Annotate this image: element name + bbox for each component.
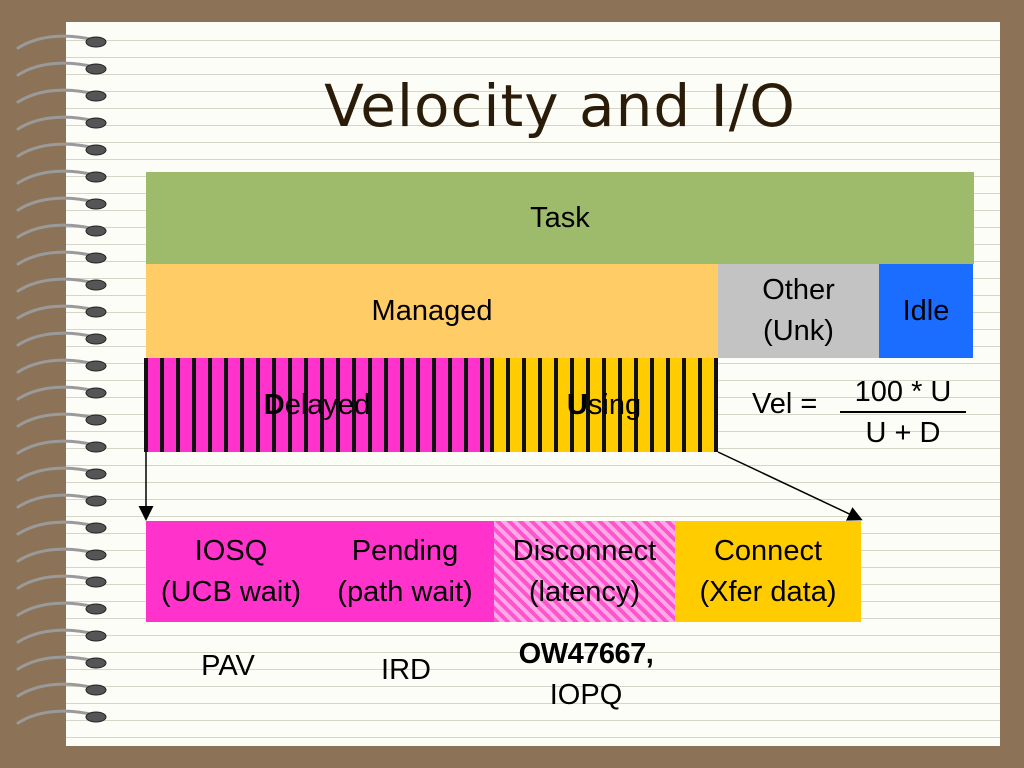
task-label: Task [530,201,590,234]
using-block: Using [490,358,718,452]
managed-label: Managed [371,294,493,327]
delayed-label: Delayed [264,385,370,426]
idle-block: Idle [879,264,973,358]
pav-annotation: PAV [201,650,255,682]
task-block: Task [146,172,974,264]
velocity-formula-lhs: Vel = [752,388,818,420]
iosq-line2: (UCB wait) [160,575,302,608]
managed-block: Managed [146,264,718,358]
pending-line1: Pending [351,534,459,567]
iosq-block: IOSQ (UCB wait) [146,521,316,622]
page-title: Velocity and I/O [324,72,796,140]
using-initial: U [566,388,588,421]
iosq-line1: IOSQ [194,534,268,567]
velocity-numerator: 100 * U [840,376,966,413]
ow-iopq-annotation: OW47667, IOPQ [496,634,676,715]
other-label-line2: (Unk) [763,315,834,347]
delayed-block: Delayed [144,358,490,452]
connect-block: Connect (Xfer data) [675,521,861,622]
disconnect-line2: (latency) [528,575,641,608]
using-label: Using [567,385,641,426]
velocity-fraction: 100 * U U + D [840,376,966,450]
using-rest: sing [587,388,642,421]
disconnect-line1: Disconnect [512,534,657,567]
iopq-annotation: IOPQ [549,678,623,711]
velocity-denominator: U + D [865,417,941,449]
delayed-initial: D [263,388,285,421]
spiral-binding-icon [16,34,107,725]
pending-block: Pending (path wait) [316,521,494,622]
ow-annotation: OW47667, [518,638,654,670]
delayed-rest: elayed [284,388,371,421]
connect-line1: Connect [713,534,822,567]
disconnect-block: Disconnect (latency) [494,521,675,622]
connect-line2: (Xfer data) [699,575,837,608]
ird-annotation: IRD [381,654,431,686]
other-label-line1: Other [762,274,835,307]
idle-label: Idle [902,294,950,327]
pending-line2: (path wait) [337,575,473,608]
other-block: Other (Unk) [718,264,879,358]
